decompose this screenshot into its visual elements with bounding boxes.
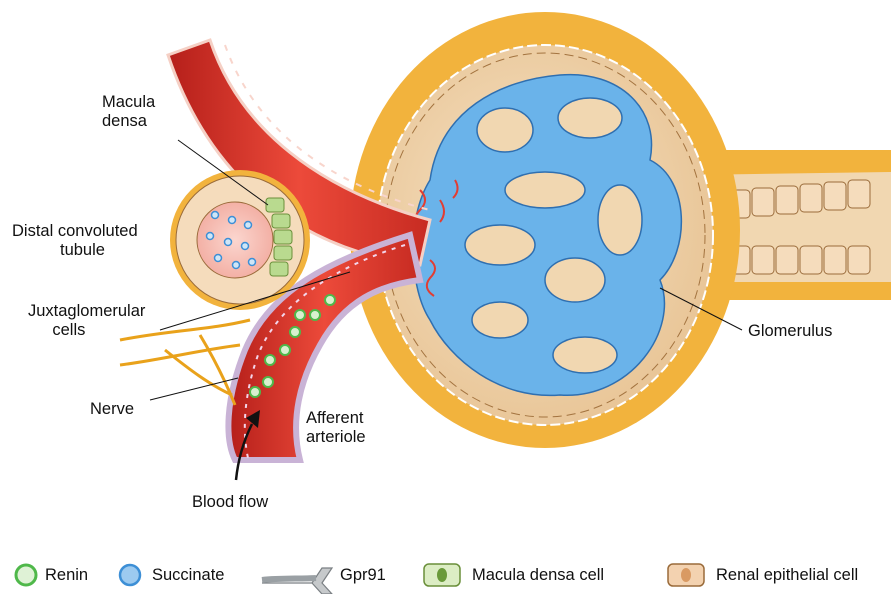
juxtaglomerular-label: Juxtaglomerular cells — [28, 302, 145, 340]
distal-convoluted-tubule — [170, 170, 310, 310]
legend-label-succinate: Succinate — [152, 566, 224, 584]
macula-densa-cell-legend-icon — [424, 564, 460, 586]
legend-label-macula-densa-cell: Macula densa cell — [472, 566, 604, 584]
nerve-label: Nerve — [90, 400, 134, 419]
gpr91-legend-icon — [262, 568, 332, 594]
distal-tubule-label: Distal convoluted tubule — [12, 222, 138, 260]
renin-legend-icon — [16, 565, 36, 585]
afferent-arteriole-label: Afferent arteriole — [306, 409, 366, 447]
glomerulus-label: Glomerulus — [748, 322, 832, 341]
legend-label-renin: Renin — [45, 566, 88, 584]
macula-densa-label: Macula densa — [102, 93, 155, 131]
succinate-legend-icon — [120, 565, 140, 585]
blood-flow-label: Blood flow — [192, 493, 268, 512]
renal-epithelial-cell-legend-icon — [668, 564, 704, 586]
legend-label-renal-epithelial-cell: Renal epithelial cell — [716, 566, 858, 584]
legend-label-gpr91: Gpr91 — [340, 566, 386, 584]
